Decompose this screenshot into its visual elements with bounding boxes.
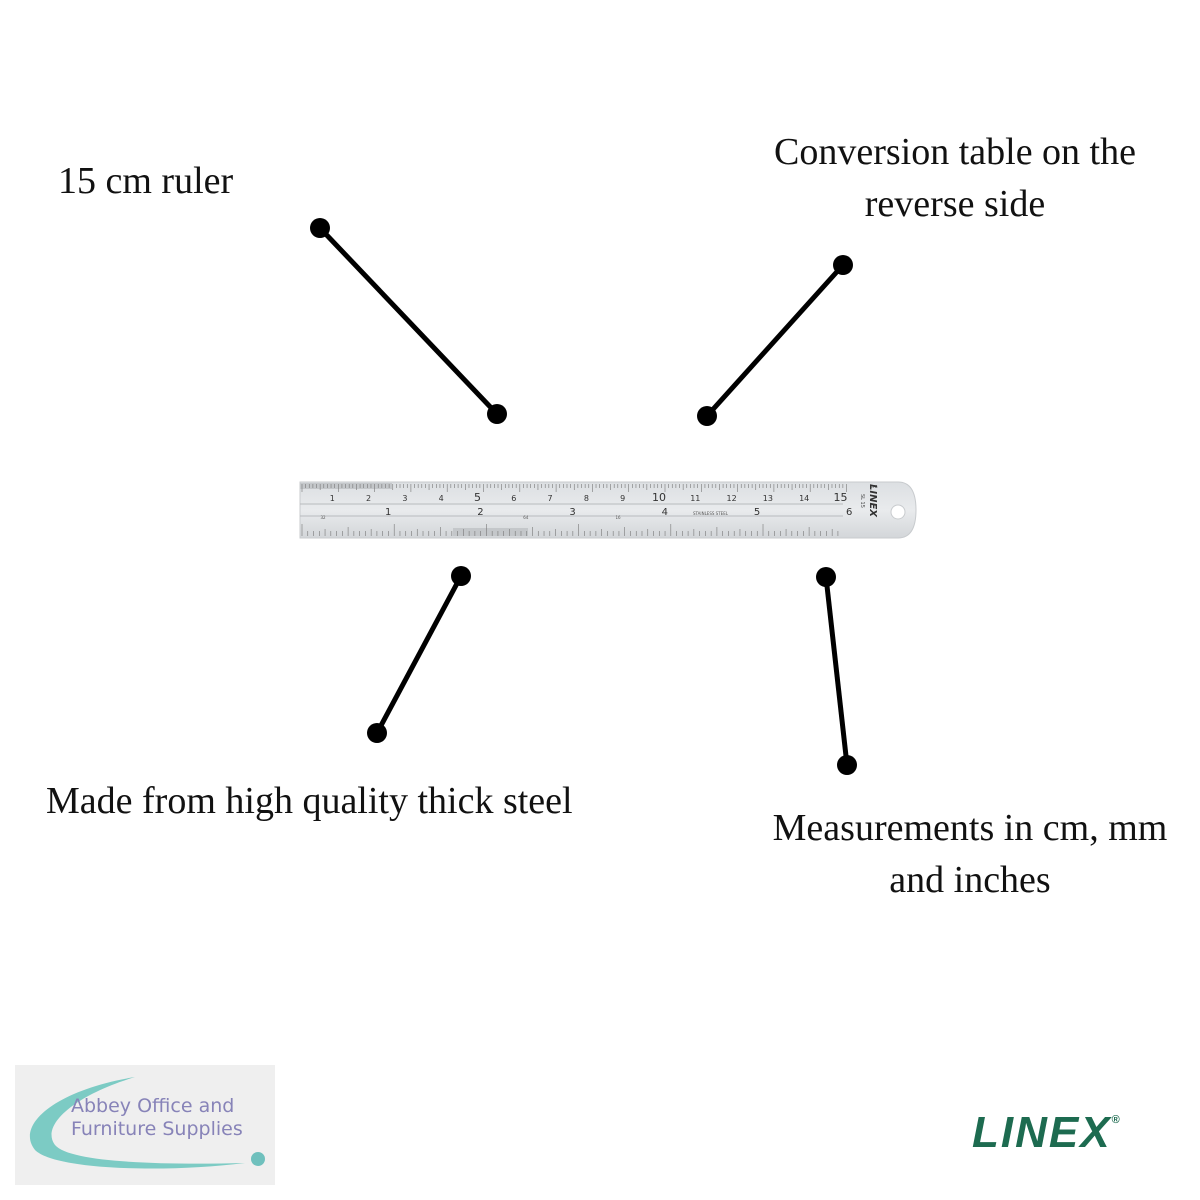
retailer-logo: Abbey Office and Furniture Supplies [15, 1065, 275, 1185]
swoosh-icon [29, 1077, 265, 1169]
fraction-label: 64 [523, 515, 529, 520]
cm-label: 7 [548, 494, 553, 503]
ruler-brand-label: LINEX [867, 484, 878, 518]
cm-unit-label: cm [870, 484, 878, 490]
cm-label: 13 [763, 494, 773, 503]
inch-label: 6 [846, 507, 852, 518]
cm-label: 5 [474, 491, 481, 504]
cm-label: 1 [330, 494, 335, 503]
cm-label: 2 [366, 494, 371, 503]
ruler-model-label: SL 15 [859, 494, 865, 508]
cm-label: 8 [584, 494, 589, 503]
sphere-icon [251, 1152, 265, 1166]
inch-label: 3 [569, 507, 575, 518]
cm-label: 10 [652, 491, 666, 504]
retailer-name-line1: Abbey Office and [71, 1095, 235, 1117]
callout-measurements: Measurements in cm, mm and inches [772, 807, 1168, 901]
cm-label: 9 [620, 494, 625, 503]
retailer-name-line2: Furniture Supplies [71, 1118, 243, 1140]
callout-ruler-size: 15 cm ruler [58, 160, 234, 202]
brand-logo: LINEX® [972, 1108, 1120, 1158]
brand-logo-text: LINEX [972, 1108, 1112, 1157]
stainless-steel-label: STAINLESS STEEL [693, 511, 729, 516]
inch-label: 4 [662, 507, 668, 518]
cm-label: 12 [727, 494, 737, 503]
cm-label: 14 [799, 494, 809, 503]
cm-label: 4 [439, 494, 444, 503]
connector-measurements [816, 567, 857, 775]
ruler-shade-top [300, 483, 392, 489]
inch-label: 1 [385, 507, 391, 518]
cm-label: 11 [690, 494, 700, 503]
registered-mark: ® [1111, 1114, 1120, 1126]
fraction-label: 32 [320, 515, 326, 520]
inch-scale-labels: 1 2 3 4 5 6 32 64 16 [320, 507, 852, 520]
ruler-ticks [301, 484, 847, 536]
connector-conversion [697, 255, 853, 426]
inch-label: 5 [754, 507, 760, 518]
cm-label: 6 [511, 494, 516, 503]
cm-label: 15 [834, 491, 848, 504]
callout-material: Made from high quality thick steel [46, 780, 573, 822]
callout-conversion-table: Conversion table on the reverse side [774, 131, 1136, 225]
ruler-shade-bottom [453, 528, 528, 536]
hang-hole [890, 504, 906, 520]
connector-size [310, 218, 507, 424]
cm-label: 3 [402, 494, 407, 503]
connector-material [367, 566, 471, 743]
inch-label: 2 [477, 507, 483, 518]
fraction-label: 16 [615, 515, 621, 520]
ruler-body [299, 481, 917, 539]
